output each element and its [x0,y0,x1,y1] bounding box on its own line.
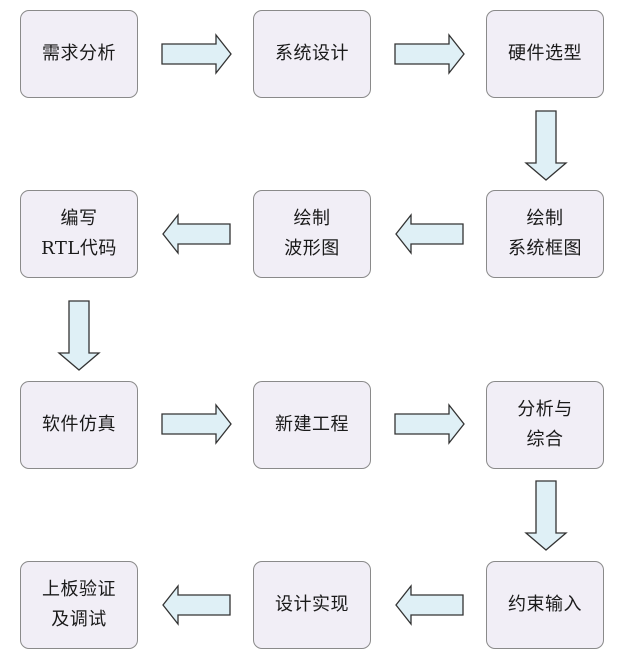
arrow-right-icon [161,403,232,445]
step-software-simulation: 软件仿真 [20,381,138,469]
step-label: 编写 RTL代码 [41,208,117,259]
step-label: 绘制 波形图 [284,208,340,259]
arrow-left-icon [162,584,231,626]
step-constraint-input: 约束输入 [486,561,604,649]
step-label: 软件仿真 [42,414,116,435]
arrow-down-icon [57,300,101,371]
step-analysis-synthesis: 分析与 综合 [486,381,604,469]
arrow-down-icon [524,110,568,181]
step-hardware-selection: 硬件选型 [486,10,604,98]
arrow-right-icon [161,33,232,75]
step-design-implementation: 设计实现 [253,561,371,649]
step-label: 设计实现 [275,594,349,615]
step-board-verification-debug: 上板验证 及调试 [20,561,138,649]
step-label: 新建工程 [275,414,349,435]
arrow-left-icon [395,584,464,626]
step-label: 需求分析 [42,43,116,64]
step-write-rtl-code: 编写 RTL代码 [20,190,138,278]
step-label: 约束输入 [508,594,582,615]
arrow-right-icon [394,403,465,445]
step-new-project: 新建工程 [253,381,371,469]
step-requirements-analysis: 需求分析 [20,10,138,98]
step-label: 上板验证 及调试 [42,579,116,630]
arrow-left-icon [162,213,231,255]
arrow-right-icon [394,33,465,75]
step-draw-system-block-diagram: 绘制 系统框图 [486,190,604,278]
step-label: 硬件选型 [508,43,582,64]
arrow-left-icon [395,213,464,255]
step-label: 绘制 系统框图 [508,208,582,259]
arrow-down-icon [524,480,568,551]
step-label: 分析与 综合 [517,399,573,450]
step-label: 系统设计 [275,43,349,64]
step-system-design: 系统设计 [253,10,371,98]
step-draw-waveform: 绘制 波形图 [253,190,371,278]
